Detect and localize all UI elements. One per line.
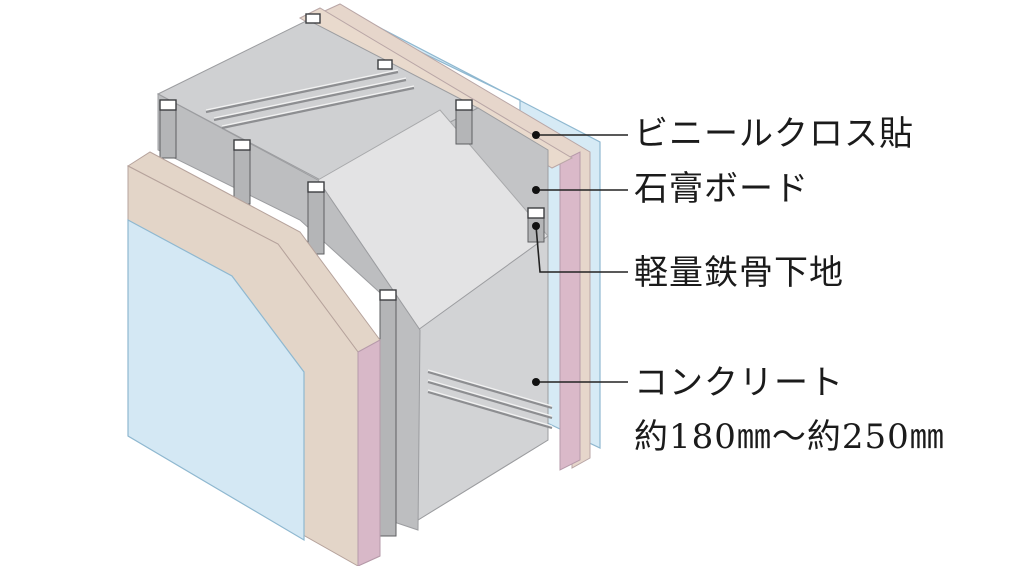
label-vinyl-cloth: ビニールクロス貼	[634, 114, 914, 154]
steel-stud	[159, 103, 177, 159]
rebar-lines-top	[205, 70, 415, 130]
leader-dots	[532, 131, 540, 386]
left-vinyl-cloth	[127, 218, 305, 542]
leader-light-steel	[535, 225, 628, 273]
label-thickness: 約180㎜～約250㎜	[634, 417, 945, 457]
steel-stud-caps	[159, 13, 545, 301]
label-light-steel: 軽量鉄骨下地	[634, 253, 844, 293]
rebar-lines-top-light	[205, 69, 415, 127]
right-gypsum-board-edge	[559, 151, 581, 471]
leader-lines	[535, 134, 628, 383]
label-concrete: コンクリート	[634, 363, 844, 403]
steel-stud	[307, 185, 325, 255]
label-gypsum-board: 石膏ボード	[634, 169, 809, 209]
rebar-lines-front-light	[427, 369, 553, 427]
steel-stud	[379, 295, 397, 537]
left-gypsum-board-edge	[357, 339, 381, 566]
rebar-lines-front	[427, 370, 553, 430]
steel-stud	[233, 143, 251, 205]
